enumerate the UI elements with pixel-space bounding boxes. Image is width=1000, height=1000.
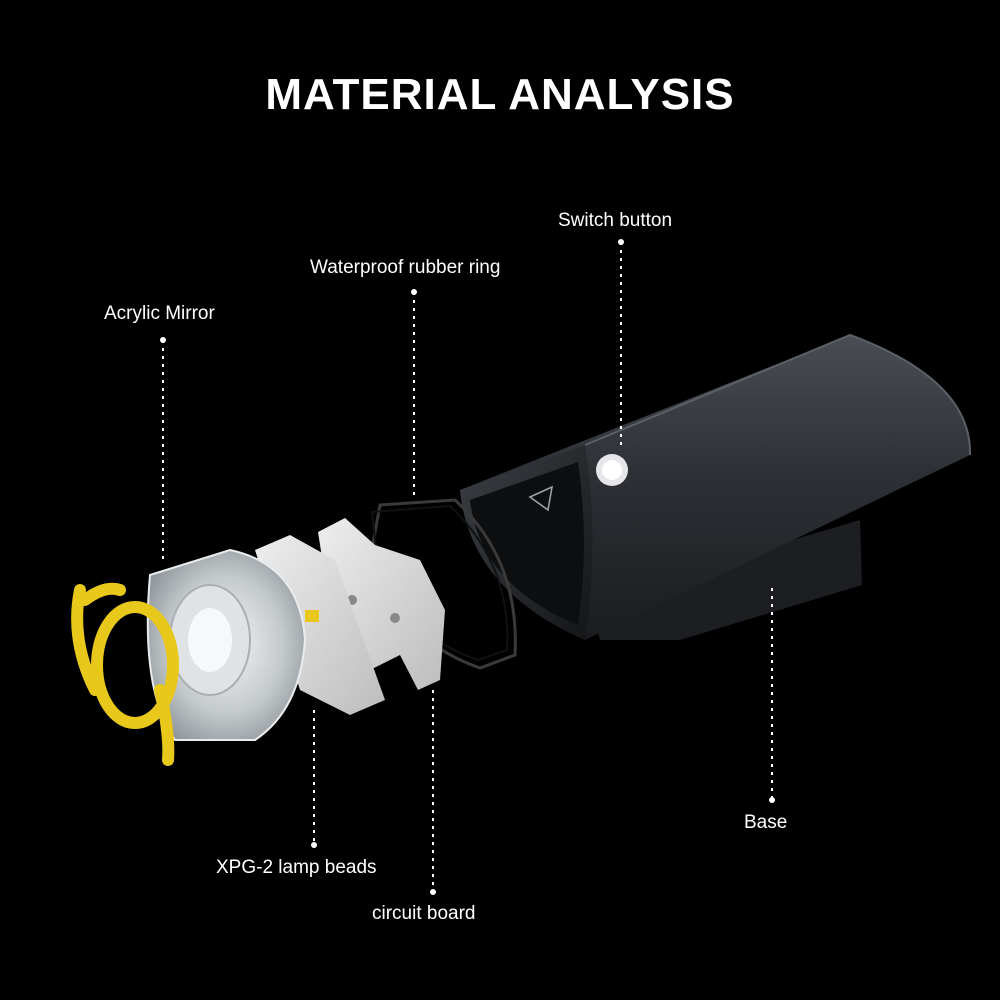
leader-dots xyxy=(160,239,775,895)
lamp-beads-plate xyxy=(255,535,385,715)
label-waterproof-rubber-ring: Waterproof rubber ring xyxy=(310,257,501,278)
acrylic-mirror-lens xyxy=(146,548,307,741)
base-housing xyxy=(460,333,972,640)
label-switch-button: Switch button xyxy=(558,210,673,231)
leader-lines xyxy=(162,242,773,892)
label-circuit-board: circuit board xyxy=(372,903,476,924)
label-acrylic-mirror: Acrylic Mirror xyxy=(104,303,215,324)
label-base: Base xyxy=(744,812,788,833)
label-lamp-beads: XPG-2 lamp beads xyxy=(216,857,377,878)
yellow-mount-clip xyxy=(71,582,179,766)
page-title: MATERIAL ANALYSIS xyxy=(265,70,735,119)
